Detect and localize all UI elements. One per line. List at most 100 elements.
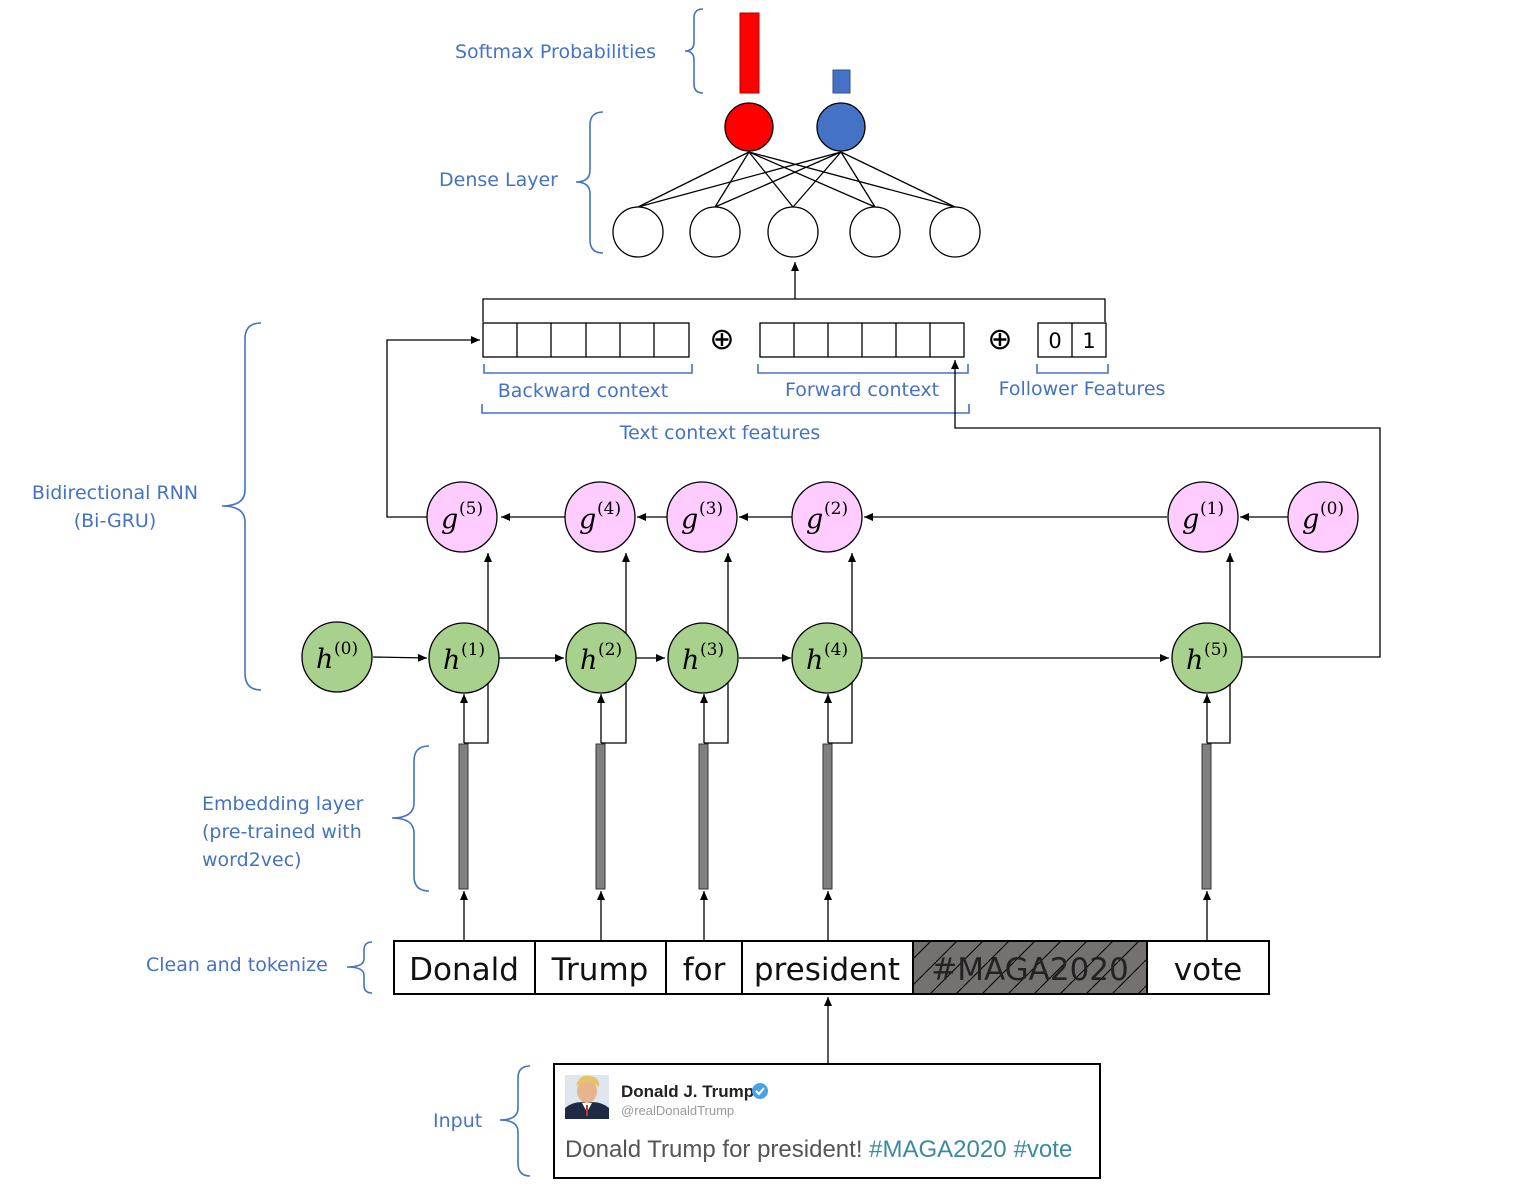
forward-state-h0: h (0) [301,621,373,693]
forward-state-h1: h (1) [428,622,500,694]
softmax-label: Softmax Probabilities [455,41,656,63]
token-5: vote [1174,952,1243,988]
token-1: Trump [551,952,649,988]
tweet-hashtag-maga[interactable]: #MAGA2020 [869,1136,1006,1163]
forward-state-h2: h (2) [565,622,637,694]
svg-text:h: h [580,645,597,676]
embedding-brace [391,745,430,892]
svg-text:g: g [806,504,823,535]
svg-text:g: g [681,504,698,535]
svg-text:g: g [1182,504,1199,535]
birnn-label-line2: (Bi-GRU) [74,510,157,532]
svg-text:(4): (4) [824,640,848,660]
embedding-vector [1201,743,1212,890]
tweet-text: Donald Trump for president! #MAGA2020#vo… [565,1136,1072,1163]
forward-output-arrow [951,360,1381,658]
embedding-label-line2: (pre-trained with [202,821,362,843]
follower-value-0: 0 [1048,329,1061,353]
svg-text:(3): (3) [700,640,724,660]
backward-state-g4: g (4) [564,481,636,553]
token-2: for [683,952,726,988]
svg-text:h: h [316,644,333,675]
tweet-hashtag-vote[interactable]: #vote [1014,1136,1073,1163]
svg-text:(5): (5) [1204,640,1228,660]
text-context-label: Text context features [619,422,821,444]
backward-output-arrow [386,336,480,518]
svg-text:(0): (0) [1320,499,1344,519]
text-context-brace [481,404,970,414]
backward-state-g5: g (5) [426,481,498,553]
dense-node [849,206,901,258]
clean-label: Clean and tokenize [146,954,328,976]
svg-text:(1): (1) [1200,499,1224,519]
token-row [393,940,1270,995]
svg-text:(4): (4) [597,499,621,519]
embedding-label-line1: Embedding layer [202,793,364,815]
svg-text:g: g [441,504,458,535]
follower-features-label: Follower Features [999,378,1166,400]
token-3: president [754,952,900,988]
dense-hidden-nodes [612,206,981,258]
output-node-class-b [816,102,866,152]
follower-features-vector [1037,322,1107,358]
forward-state-h4: h (4) [791,622,863,694]
svg-text:(0): (0) [334,639,358,659]
dense-node [767,206,819,258]
embedding-vector [698,743,709,890]
svg-text:h: h [1186,645,1203,676]
softmax-bar-class-b [832,69,851,94]
token-4-masked: #MAGA2020 [931,952,1129,988]
dense-label: Dense Layer [439,169,558,191]
output-node-class-a [724,102,774,152]
concat-symbol-1: ⊕ [709,322,734,357]
backward-context-brace [483,364,693,374]
backward-state-g1: g (1) [1167,481,1239,553]
svg-text:(2): (2) [824,499,848,519]
token-0: Donald [409,952,519,988]
embedding-vector [822,743,833,890]
svg-text:h: h [682,645,699,676]
backward-state-g2: g (2) [791,481,863,553]
birnn-brace [221,322,262,691]
forward-context-label: Forward context [785,379,939,401]
svg-text:(5): (5) [459,499,483,519]
svg-text:h: h [443,645,460,676]
forward-state-h3: h (3) [667,622,739,694]
svg-text:(3): (3) [699,499,723,519]
dense-node [929,206,981,258]
input-brace [499,1065,531,1177]
verified-badge-icon [752,1083,768,1099]
forward-chain-arrows [372,653,1169,662]
token-to-embedding-arrows [460,891,1211,940]
backward-context-label: Backward context [498,380,669,402]
concat-symbol-2: ⊕ [987,322,1012,357]
tweet-author-name: Donald J. Trump [621,1082,754,1101]
dense-brace [575,111,604,254]
forward-state-h5: h (5) [1171,622,1243,694]
clean-brace [346,941,373,994]
birnn-label-line1: Bidirectional RNN [32,482,198,504]
embedding-vector [595,743,606,890]
concat-bracket [482,298,1106,322]
softmax-bar-class-a [739,12,760,94]
tweet-card: Donald J. Trump @realDonaldTrump Donald … [553,1063,1101,1179]
tweet-author-handle: @realDonaldTrump [621,1103,734,1118]
follower-value-1: 1 [1082,329,1095,353]
svg-text:(1): (1) [461,640,485,660]
input-label: Input [433,1110,482,1132]
embedding-to-state-arrows [460,553,1234,744]
svg-text:h: h [806,645,823,676]
forward-context-vector [759,322,965,358]
embedding-label-line3: word2vec) [202,849,302,871]
dense-node [689,206,741,258]
embedding-bars [458,743,1212,890]
follower-features-brace [1036,364,1109,374]
svg-text:g: g [1302,504,1319,535]
backward-state-g3: g (3) [666,481,738,553]
backward-state-g0: g (0) [1287,481,1359,553]
svg-text:g: g [579,504,596,535]
backward-context-vector [482,322,690,358]
forward-context-brace [757,364,969,374]
svg-text:(2): (2) [598,640,622,660]
